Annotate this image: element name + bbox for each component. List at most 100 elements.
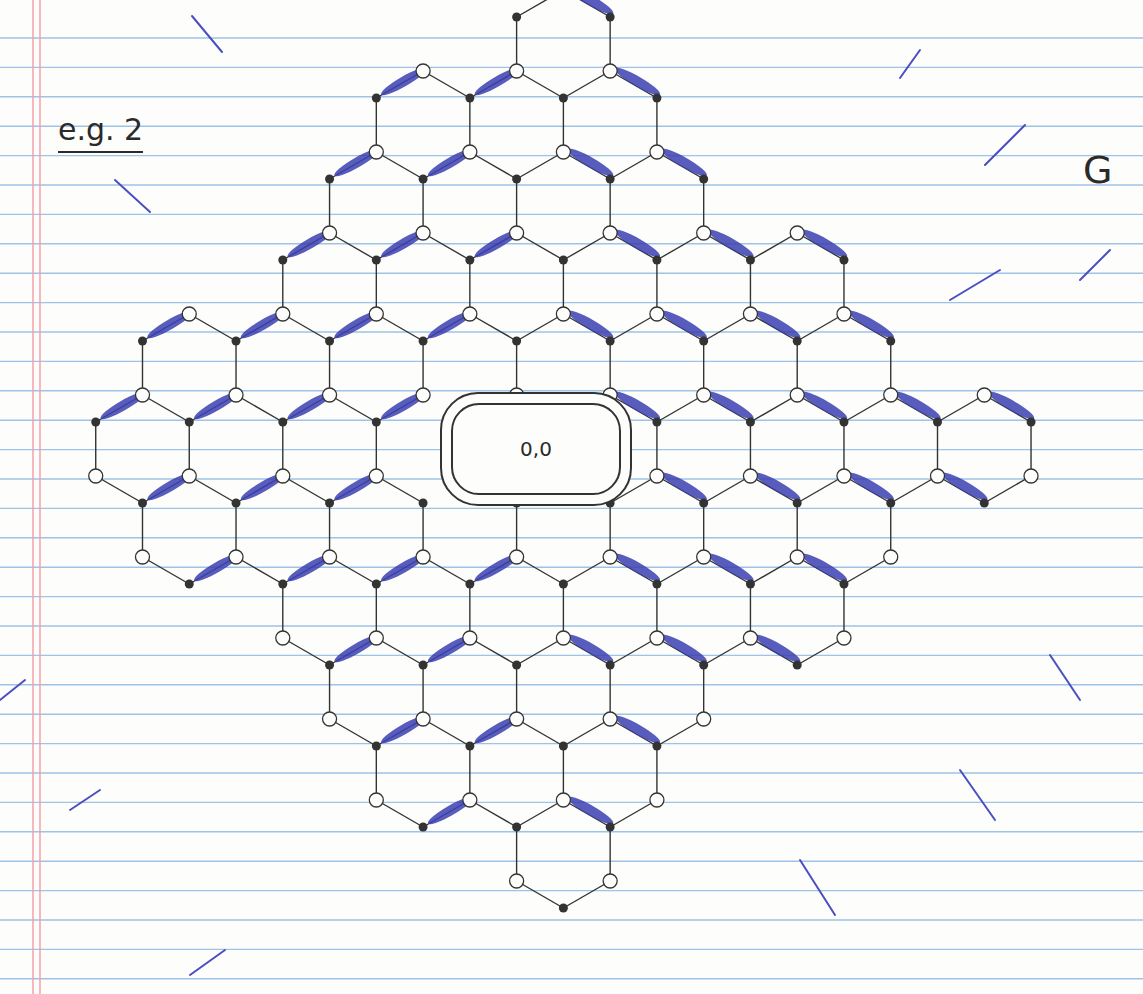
ruled-line: [0, 537, 1143, 538]
graph-edge: [563, 233, 610, 260]
white-vertex: [697, 388, 711, 402]
ruled-line: [0, 772, 1143, 773]
graph-edge: [283, 638, 330, 665]
graph-edge: [516, 341, 517, 395]
black-vertex: [325, 337, 334, 346]
white-vertex: [1024, 469, 1038, 483]
white-vertex: [790, 550, 804, 564]
black-vertex: [839, 256, 848, 265]
graph-edge: [610, 638, 657, 665]
white-vertex: [743, 631, 757, 645]
matching-lobe: [566, 793, 616, 828]
ruled-line: [0, 302, 1143, 303]
ruled-line: [0, 831, 1143, 832]
ruled-line: [0, 214, 1143, 215]
white-vertex: [182, 469, 196, 483]
matching-lobe: [706, 388, 756, 423]
graph-edge: [470, 152, 517, 179]
stray-stroke: [0, 680, 25, 700]
graph-edge: [376, 152, 423, 179]
graph-edge: [984, 476, 1031, 503]
graph-edge: [609, 827, 610, 881]
graph-edge: [750, 233, 797, 260]
white-vertex: [416, 388, 430, 402]
black-vertex: [512, 13, 521, 22]
ruled-line: [0, 331, 1143, 332]
white-vertex: [603, 712, 617, 726]
ruled-line: [0, 37, 1143, 38]
graph-edge: [423, 719, 470, 746]
matching-lobe: [566, 631, 616, 666]
white-vertex: [276, 469, 290, 483]
graph-edge: [516, 503, 517, 557]
graph-edge: [330, 557, 377, 584]
black-vertex: [372, 418, 381, 427]
graph-edge: [235, 341, 236, 395]
graph-edge: [329, 179, 330, 233]
black-vertex: [699, 661, 708, 670]
stray-stroke: [1080, 250, 1110, 280]
white-vertex: [369, 793, 383, 807]
graph-edge: [844, 557, 891, 584]
black-vertex: [606, 661, 615, 670]
white-vertex: [510, 874, 524, 888]
ruled-line: [0, 361, 1143, 362]
white-vertex: [650, 469, 664, 483]
graph-edge: [330, 233, 377, 260]
white-vertex: [977, 388, 991, 402]
matching-lobe: [613, 712, 663, 747]
graph-edge: [797, 341, 798, 395]
matching-lobe: [753, 469, 803, 504]
graph-edge: [891, 476, 938, 503]
white-vertex: [369, 469, 383, 483]
graph-edge: [283, 476, 330, 503]
graph-edge: [563, 260, 564, 314]
black-vertex: [512, 823, 521, 832]
ruled-line: [0, 743, 1143, 744]
black-vertex: [138, 499, 147, 508]
white-vertex: [931, 469, 945, 483]
ruled-line: [0, 508, 1143, 509]
black-vertex: [465, 256, 474, 265]
graph-edge: [189, 422, 190, 476]
black-vertex: [886, 337, 895, 346]
graph-edge: [423, 557, 470, 584]
matching-lobe: [706, 550, 756, 585]
white-vertex: [650, 307, 664, 321]
black-vertex: [372, 580, 381, 589]
white-vertex: [463, 307, 477, 321]
white-vertex: [416, 226, 430, 240]
stray-stroke: [70, 790, 100, 810]
graph-edge: [142, 557, 189, 584]
graph-edge: [517, 557, 564, 584]
graph-edge: [469, 98, 470, 152]
graph-edge: [797, 503, 798, 557]
white-vertex: [837, 469, 851, 483]
matching-lobe: [846, 469, 896, 504]
graph-edge: [329, 341, 330, 395]
graph-edge: [563, 584, 564, 638]
matching-lobe: [800, 226, 850, 261]
matching-lobe: [659, 307, 709, 342]
black-vertex: [138, 337, 147, 346]
black-vertex: [652, 742, 661, 751]
black-vertex: [652, 256, 661, 265]
graph-edge: [376, 422, 377, 476]
graph-edge: [422, 665, 423, 719]
black-vertex: [465, 580, 474, 589]
graph-edge: [142, 395, 189, 422]
white-vertex: [463, 145, 477, 159]
black-vertex: [278, 256, 287, 265]
black-vertex: [886, 499, 895, 508]
graph-edge: [890, 503, 891, 557]
stray-stroke: [1050, 655, 1080, 700]
white-vertex: [276, 631, 290, 645]
graph-edge: [843, 584, 844, 638]
graph-edge: [469, 260, 470, 314]
graph-edge: [329, 665, 330, 719]
white-vertex: [884, 388, 898, 402]
matching-lobe: [846, 307, 896, 342]
black-vertex: [559, 580, 568, 589]
black-vertex: [746, 256, 755, 265]
graph-edge: [422, 341, 423, 395]
